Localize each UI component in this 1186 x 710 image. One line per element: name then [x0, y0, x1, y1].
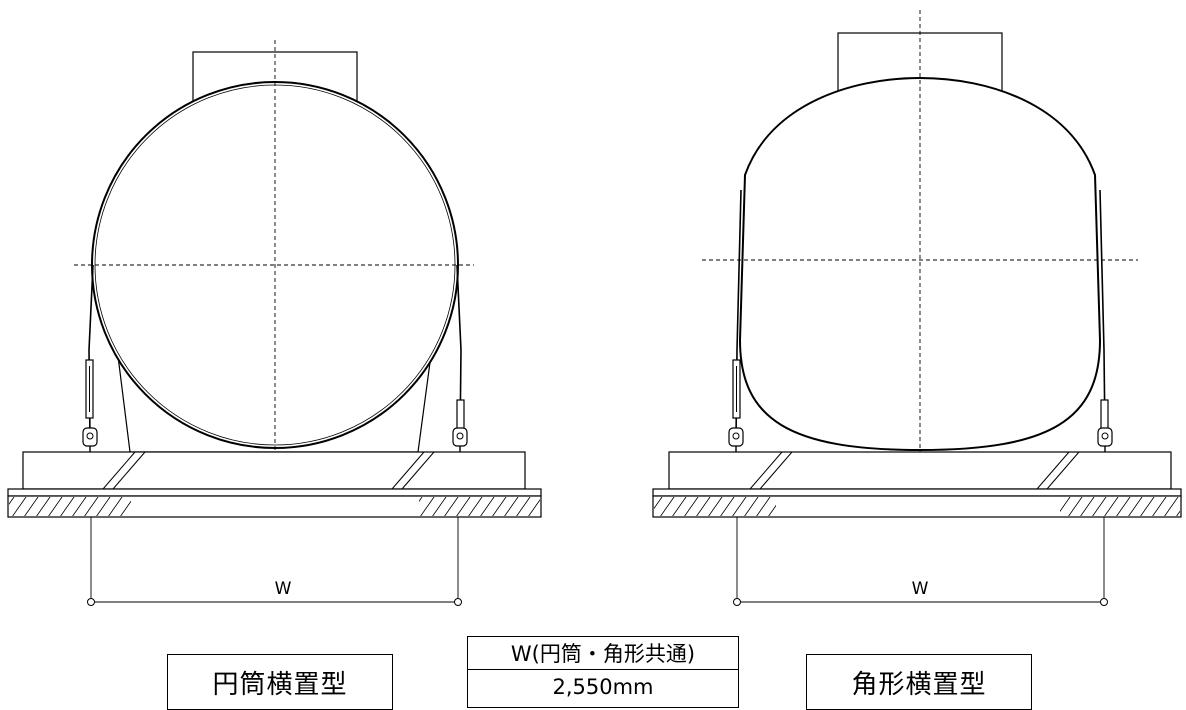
hatch-left	[654, 497, 776, 516]
turnbuckle-right	[1100, 399, 1109, 431]
spec-table: W(円筒・角形共通) 2,550mm	[467, 636, 739, 708]
hatch-right	[1060, 497, 1180, 516]
foundation-block	[668, 451, 1172, 490]
anchor-right	[1097, 427, 1113, 452]
spec-table-value: 2,550mm	[552, 674, 654, 699]
hatch-right	[419, 497, 540, 516]
spec-table-header: W(円筒・角形共通)	[468, 637, 738, 670]
turnbuckle-right	[456, 399, 465, 431]
foundation-block	[22, 451, 526, 490]
ground-slab	[7, 495, 542, 518]
anchor-left	[82, 427, 98, 452]
anchor-right	[452, 427, 468, 452]
right-type-name: 角形横置型	[851, 669, 987, 700]
ground-slab	[652, 495, 1182, 518]
base-slab	[7, 488, 542, 497]
base-slab	[652, 488, 1182, 497]
rectangular-tank-drawing	[652, 10, 1182, 606]
left-type-name: 円筒横置型	[212, 669, 348, 700]
left-dimension-label: W	[275, 579, 292, 599]
cylindrical-tank-drawing	[7, 40, 542, 606]
right-type-label: 角形横置型	[806, 654, 1032, 710]
right-dimension-label: W	[912, 579, 929, 599]
left-type-label: 円筒横置型	[167, 654, 393, 710]
anchor-left	[728, 427, 744, 452]
hatch-left	[9, 497, 131, 516]
